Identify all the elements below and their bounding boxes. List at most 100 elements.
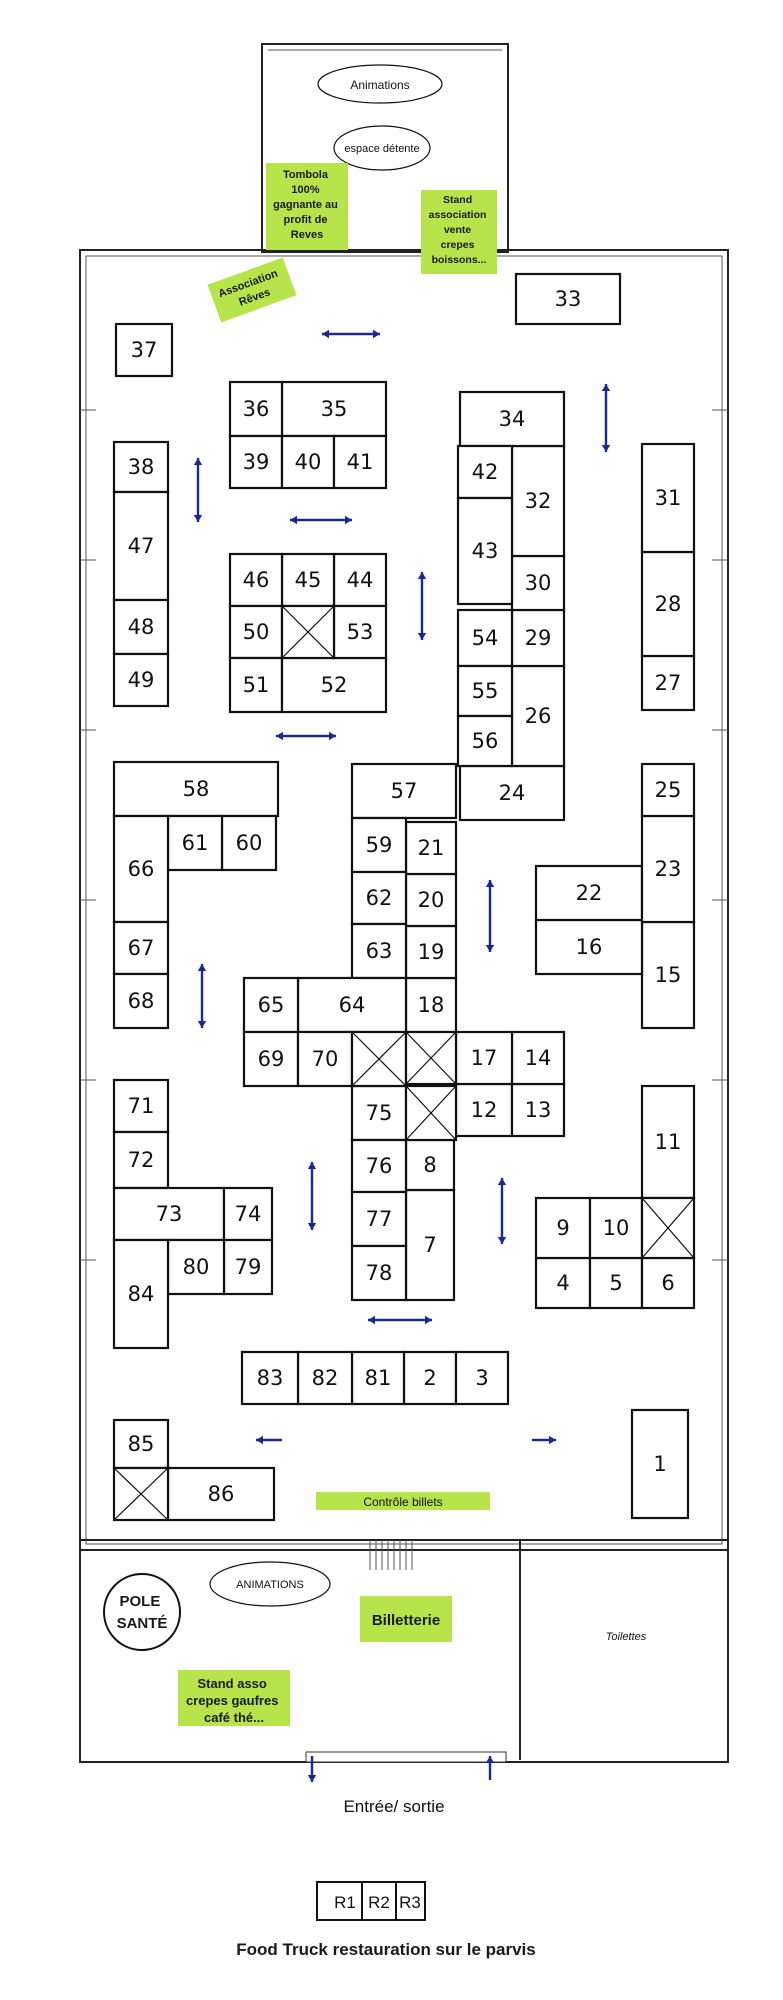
booth-49-label: 49 bbox=[128, 668, 155, 692]
crossed-cell bbox=[112, 1466, 170, 1522]
booth-47-label: 47 bbox=[128, 534, 155, 558]
booth-84-label: 84 bbox=[128, 1282, 155, 1306]
booth-55: 55 bbox=[456, 664, 514, 718]
booth-60-label: 60 bbox=[236, 831, 263, 855]
booth-57: 57 bbox=[350, 762, 458, 820]
booth-86: 86 bbox=[166, 1466, 276, 1522]
booth-71-rect bbox=[112, 1078, 170, 1134]
booth-46: 46 bbox=[228, 552, 284, 608]
booth-47: 47 bbox=[112, 490, 170, 602]
booth-33-label: 33 bbox=[555, 287, 582, 311]
booth-1: 1 bbox=[630, 1408, 690, 1520]
booth-53-label: 53 bbox=[347, 620, 374, 644]
billetterie-box bbox=[360, 1596, 452, 1642]
food-trucks: R1 R2 R3 bbox=[316, 1881, 426, 1921]
booth-72: 72 bbox=[112, 1130, 170, 1190]
flow-arrow bbox=[532, 1435, 556, 1445]
booth-56: 56 bbox=[456, 714, 514, 768]
booth-78-label: 78 bbox=[366, 1261, 393, 1285]
booth-39-rect bbox=[228, 434, 284, 490]
booth-85: 85 bbox=[112, 1418, 170, 1470]
booth-42-rect bbox=[456, 444, 514, 500]
booth-76: 76 bbox=[350, 1138, 408, 1194]
booth-11: 11 bbox=[640, 1084, 696, 1200]
booth-61-rect bbox=[166, 814, 224, 872]
booth-75: 75 bbox=[350, 1084, 408, 1142]
booth-79-rect bbox=[222, 1238, 274, 1296]
booth-26: 26 bbox=[510, 664, 566, 768]
booth-73: 73 bbox=[112, 1186, 226, 1242]
booth-16: 16 bbox=[534, 918, 644, 976]
booth-27: 27 bbox=[640, 654, 696, 712]
booth-6-label: 6 bbox=[661, 1271, 674, 1295]
booth-8-rect bbox=[404, 1138, 456, 1192]
booth-76-rect bbox=[350, 1138, 408, 1194]
booth-14: 14 bbox=[510, 1030, 566, 1086]
booth-20-label: 20 bbox=[418, 888, 445, 912]
booth-43-label: 43 bbox=[472, 539, 499, 563]
building-walls bbox=[79, 43, 729, 1763]
pole-sante-label: POLE SANTÉ bbox=[117, 1593, 168, 1632]
association-reves-box bbox=[207, 257, 297, 323]
booth-50: 50 bbox=[228, 604, 284, 660]
booth-42-label: 42 bbox=[472, 460, 499, 484]
booth-52-label: 52 bbox=[321, 673, 348, 697]
flow-arrow bbox=[322, 329, 380, 339]
booth-43: 43 bbox=[456, 496, 514, 606]
booth-53: 53 bbox=[332, 604, 388, 660]
booth-82: 82 bbox=[296, 1350, 354, 1406]
flow-arrow bbox=[290, 515, 352, 525]
booth-57-label: 57 bbox=[391, 779, 418, 803]
flow-arrow bbox=[485, 1756, 495, 1780]
booth-66-label: 66 bbox=[128, 857, 155, 881]
booth-65-label: 65 bbox=[258, 993, 285, 1017]
booth-33: 33 bbox=[514, 272, 622, 326]
tombola-label: Tombola 100% gagnante au profit de Reves bbox=[273, 169, 341, 241]
booth-74-rect bbox=[222, 1186, 274, 1242]
booth-17: 17 bbox=[454, 1030, 514, 1086]
booth-24-rect bbox=[458, 764, 566, 822]
booth-60: 60 bbox=[220, 814, 278, 872]
booth-27-rect bbox=[640, 654, 696, 712]
crossed-cell bbox=[640, 1196, 696, 1260]
booth-80-rect bbox=[166, 1238, 226, 1296]
booth-73-rect bbox=[112, 1186, 226, 1242]
booth-52: 52 bbox=[280, 656, 388, 714]
booth-46-label: 46 bbox=[243, 568, 270, 592]
booth-77: 77 bbox=[350, 1190, 408, 1248]
booth-25: 25 bbox=[640, 762, 696, 818]
flow-arrow bbox=[197, 964, 207, 1028]
stand-top-label: Stand association vente crepes boissons.… bbox=[429, 194, 490, 266]
booth-7: 7 bbox=[404, 1188, 456, 1302]
booth-61: 61 bbox=[166, 814, 224, 872]
booth-21-label: 21 bbox=[418, 836, 445, 860]
booth-69: 69 bbox=[242, 1030, 300, 1088]
booth-43-rect bbox=[456, 496, 514, 606]
booth-54-rect bbox=[456, 608, 514, 668]
booth-70: 70 bbox=[296, 1030, 354, 1088]
booth-54-label: 54 bbox=[472, 626, 499, 650]
booth-57-rect bbox=[350, 762, 458, 820]
booth-58-label: 58 bbox=[183, 777, 210, 801]
booth-2-label: 2 bbox=[423, 1366, 436, 1390]
booth-1-label: 1 bbox=[653, 1452, 666, 1476]
booth-19-label: 19 bbox=[418, 940, 445, 964]
booth-12-rect bbox=[454, 1082, 514, 1138]
booth-15-label: 15 bbox=[655, 963, 682, 987]
crossed-cell bbox=[404, 1084, 458, 1142]
booth-49-rect bbox=[112, 652, 170, 708]
booth-82-rect bbox=[296, 1350, 354, 1406]
booth-65: 65 bbox=[242, 976, 300, 1034]
booth-31-rect bbox=[640, 442, 696, 554]
booth-45-label: 45 bbox=[295, 568, 322, 592]
booth-51-label: 51 bbox=[243, 673, 270, 697]
flow-arrow bbox=[601, 384, 611, 452]
booth-56-label: 56 bbox=[472, 729, 499, 753]
animations-bottom-ellipse bbox=[209, 1561, 331, 1607]
booth-49: 49 bbox=[112, 652, 170, 708]
booth-40-label: 40 bbox=[295, 450, 322, 474]
booth-35: 35 bbox=[280, 380, 388, 438]
booth-58-rect bbox=[112, 760, 280, 818]
booth-79: 79 bbox=[222, 1238, 274, 1296]
controle-billets-label: Contrôle billets bbox=[363, 1495, 442, 1509]
